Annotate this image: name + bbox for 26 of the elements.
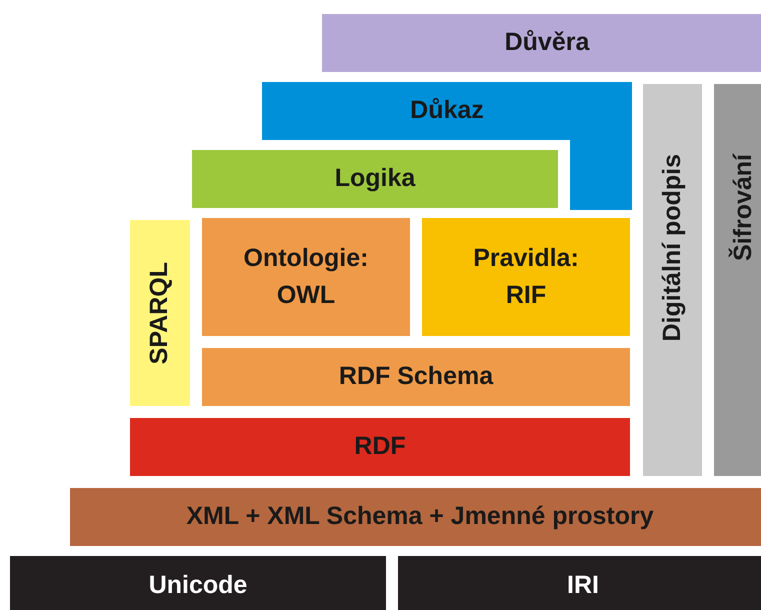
layer-box [202, 348, 630, 406]
layer-box [10, 556, 386, 610]
layer-label: Důvěra [504, 27, 590, 58]
layer-box [714, 84, 761, 476]
layer-box [643, 84, 702, 476]
layer-label: Unicode [148, 570, 248, 602]
layer-label: Šifrování [728, 154, 758, 261]
layer-box [130, 220, 190, 406]
layer-label: Pravidla: RIF [472, 242, 580, 311]
layer-box [70, 488, 761, 546]
layer-label: RDF [354, 431, 406, 462]
layer-label: Ontologie: OWL [242, 242, 370, 311]
layer-label: XML + XML Schema + Jmenné prostory [186, 501, 654, 532]
layer-box [398, 556, 761, 610]
layer-label: RDF Schema [338, 361, 494, 392]
layer-box [130, 418, 630, 476]
layer-box [322, 14, 761, 72]
layer-box [192, 150, 558, 208]
layer-label: IRI [567, 570, 599, 602]
layer-label: Digitální podpis [656, 154, 687, 342]
layer-label: SPARQL [144, 262, 174, 364]
layer-box [262, 82, 632, 210]
layer-label: Důkaz [410, 95, 484, 126]
layer-box [202, 218, 410, 336]
layer-label: Logika [334, 163, 416, 194]
layer-box [422, 218, 630, 336]
